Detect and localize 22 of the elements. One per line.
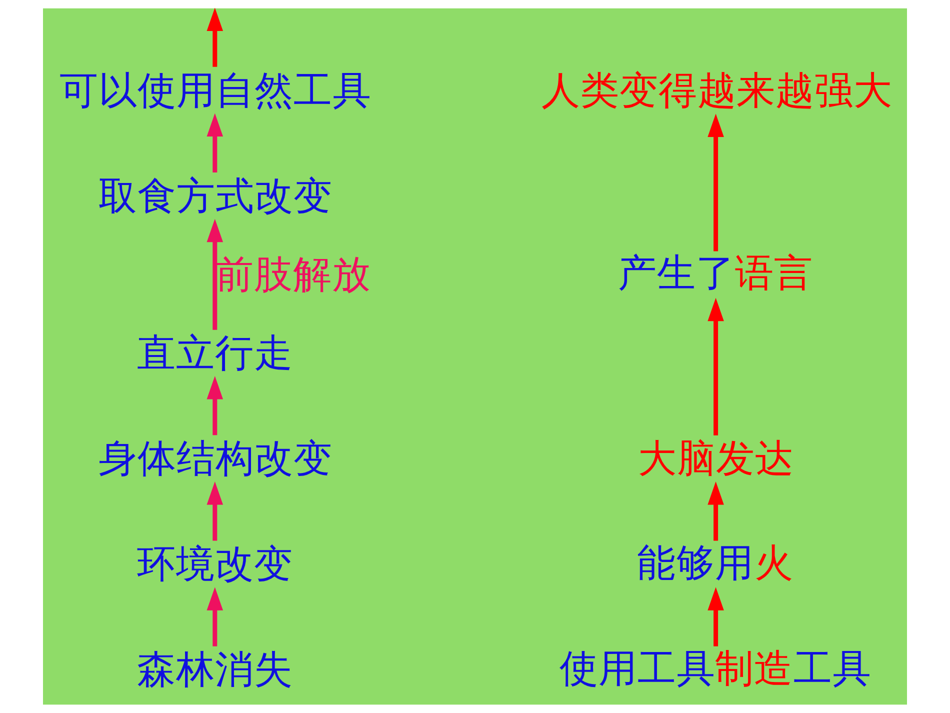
node-text: 能够用火 <box>637 540 794 586</box>
arrow <box>206 8 224 67</box>
node-text: 大脑发达 <box>638 436 794 482</box>
arrow <box>708 298 724 436</box>
node-text: 取食方式改变 <box>98 174 332 219</box>
arrow <box>206 482 224 541</box>
node-text: 身体结构改变 <box>98 436 332 482</box>
arrow <box>206 587 224 646</box>
arrow <box>708 587 724 646</box>
arrow <box>206 218 224 330</box>
node-text: 使用工具制造工具 <box>559 646 872 692</box>
node-text: 森林消失 <box>136 648 293 693</box>
node-text: 人类变得越来越强大 <box>541 68 892 114</box>
edge-label: 前肢解放 <box>214 252 371 298</box>
node-text: 产生了语言 <box>618 251 814 296</box>
node-text: 环境改变 <box>136 542 293 588</box>
arrow <box>206 376 224 436</box>
arrow <box>708 114 724 252</box>
node-text: 可以使用自然工具 <box>60 68 372 114</box>
node-text: 直立行走 <box>136 330 293 376</box>
arrow <box>708 482 724 541</box>
arrow <box>206 113 224 172</box>
